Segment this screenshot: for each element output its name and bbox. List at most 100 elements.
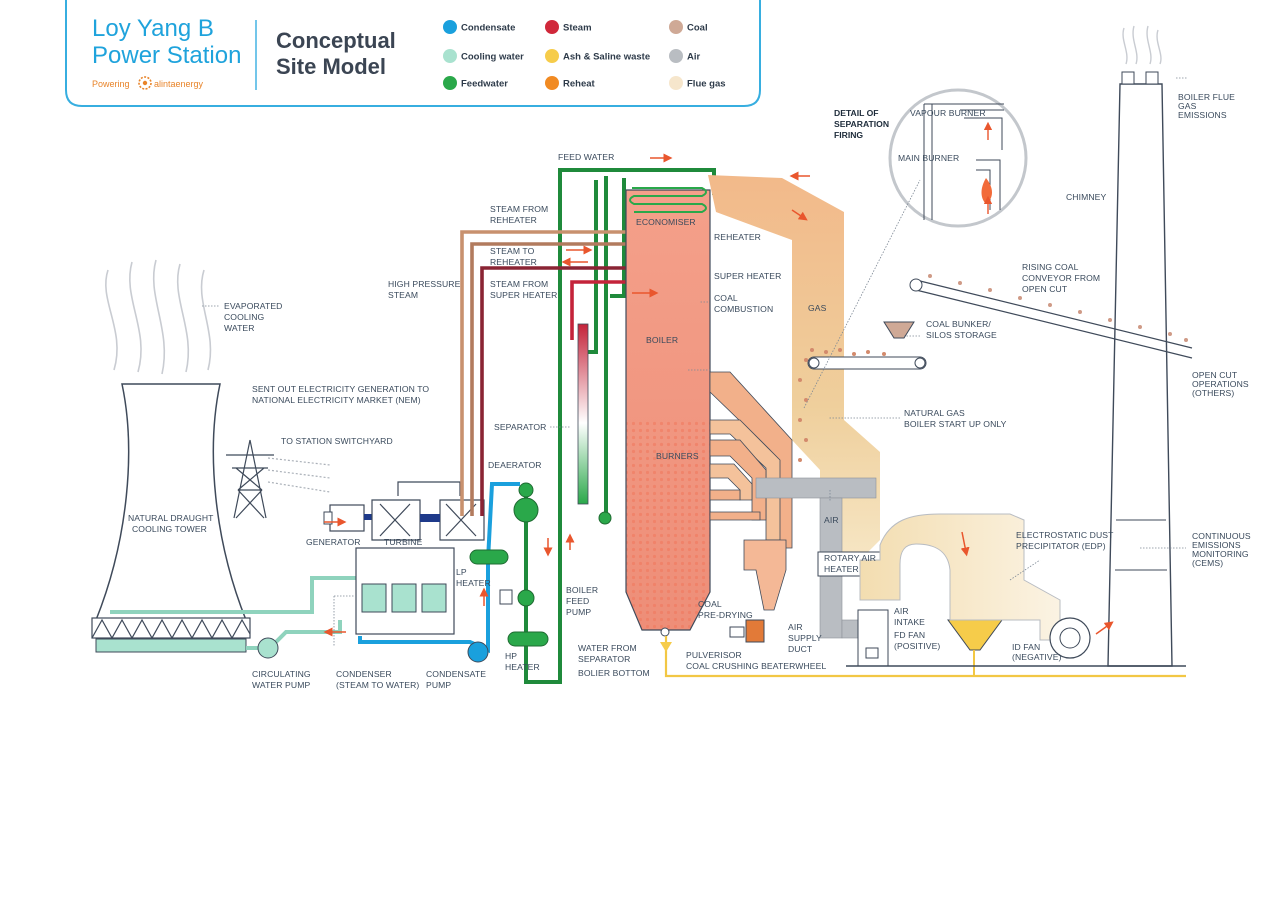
boiler-gas-duct (708, 175, 880, 560)
separator-label: SEPARATOR (494, 422, 546, 432)
cooling-tower (91, 259, 251, 653)
natural-gas-label: BOILER START UP ONLY (904, 419, 1007, 429)
legend-item: Coal (669, 20, 708, 34)
steam-from-reheater-label: REHEATER (490, 215, 537, 225)
legend-swatch (545, 49, 559, 63)
switchyard-label: TO STATION SWITCHYARD (281, 436, 393, 446)
pulveriser-label: COAL CRUSHING BEATERWHEEL (686, 661, 826, 671)
water-from-separator-label: WATER FROM (578, 643, 637, 653)
legend-swatch (443, 49, 457, 63)
station-title-line1: Loy Yang B (92, 15, 214, 42)
flue-emissions-label: BOILER FLUE (1178, 92, 1235, 102)
legend-item: Reheat (545, 76, 596, 90)
rising-coal-label: CONVEYOR FROM (1022, 273, 1100, 283)
fd-fan-motor (865, 647, 879, 659)
legend-label: Ash & Saline waste (563, 52, 650, 63)
transmission-tower-icon (226, 439, 331, 519)
rising-coal-label: OPEN CUT (1022, 284, 1068, 294)
alinta-logo-icon (138, 76, 152, 90)
separator-vessel (577, 323, 589, 505)
pulveriser-motor-icon (729, 626, 745, 638)
air-intake-label: AIR (894, 606, 909, 616)
separator-bottom (598, 511, 612, 525)
coal-combustion-label: COMBUSTION (714, 304, 773, 314)
high-pressure-label: HIGH PRESSURE (388, 279, 461, 289)
legend-swatch (669, 49, 683, 63)
legend-label: Air (687, 52, 701, 63)
coal-predrying-label: PRE-DRYING (698, 610, 753, 620)
cems-label: EMISSIONS (1192, 540, 1241, 550)
flue-emissions-label: GAS (1178, 101, 1197, 111)
steam-to-reheater-label: STEAM TO (490, 246, 535, 256)
flue-emissions-label: EMISSIONS (1178, 110, 1227, 120)
station-title-line2: Power Station (92, 42, 241, 69)
rotary-air-heater-label: ROTARY AIR (824, 553, 876, 563)
pulveriser-label: PULVERISOR (686, 650, 742, 660)
burner-ducts (709, 371, 793, 549)
economiser-label: ECONOMISER (636, 217, 696, 227)
hp-heater-label: HP (505, 651, 517, 661)
boiler-bottom-label: BOLIER BOTTOM (578, 668, 650, 678)
detail-title: FIRING (834, 130, 863, 140)
legend-label: Cooling water (461, 52, 524, 63)
header-frame (65, 0, 761, 107)
boiler-label: BOILER (646, 335, 678, 345)
header-panel: Loy Yang B Power Station Powering alinta… (65, 0, 761, 107)
legend-label: Reheat (563, 79, 596, 90)
natural-gas-label: NATURAL GAS (904, 408, 965, 418)
model-title-line1: Conceptual (276, 28, 396, 53)
vapour-plumes (105, 259, 212, 375)
legend-item: Ash & Saline waste (545, 49, 650, 63)
condenser (355, 547, 455, 635)
flow-arrows (323, 153, 1114, 637)
open-cut-label: OPEN CUT (1192, 370, 1238, 380)
steam-from-sh-label: SUPER HEATER (490, 290, 557, 300)
edp-label: PRECIPITATOR (EDP) (1016, 541, 1106, 551)
water-from-separator-label: SEPARATOR (578, 654, 630, 664)
legend-label: Coal (687, 23, 708, 34)
deaerator (513, 482, 539, 523)
open-cut-label: OPERATIONS (1192, 379, 1249, 389)
chimney-label: CHIMNEY (1066, 192, 1106, 202)
legend-swatch (443, 20, 457, 34)
detail-title: DETAIL OF (834, 108, 879, 118)
pulveriser (745, 619, 765, 643)
turbine (371, 481, 485, 541)
legend-label: Feedwater (461, 79, 508, 90)
boiler-bottom-hopper (660, 642, 672, 652)
bfp-motor (499, 589, 513, 605)
air-supply-label: AIR (788, 622, 803, 632)
separation-firing-detail (888, 88, 1028, 228)
ash-hopper (947, 619, 1003, 651)
rotary-air-heater-label: HEATER (824, 564, 859, 574)
condensate-pump (467, 641, 489, 663)
model-title-line2: Site Model (276, 54, 386, 79)
boiler-bottom-valve-icon (660, 627, 670, 637)
economiser-coil (629, 187, 707, 213)
condenser-label: (STEAM TO WATER) (336, 680, 419, 690)
fd-fan-label: (POSITIVE) (894, 641, 940, 651)
bfp-label: FEED (566, 596, 589, 606)
cems-label: MONITORING (1192, 549, 1249, 559)
steam-from-reheater-label: STEAM FROM (490, 204, 548, 214)
evaporated-label: WATER (224, 323, 255, 333)
condensate-pump-label: PUMP (426, 680, 451, 690)
gas-label: GAS (808, 303, 827, 313)
legend-swatch (669, 76, 683, 90)
feed-water-label: FEED WATER (558, 152, 614, 162)
cems-label: CONTINUOUS (1192, 531, 1251, 541)
deaerator-label: DEAERATOR (488, 460, 542, 470)
air-supply-label: DUCT (788, 644, 813, 654)
legend-label: Condensate (461, 23, 515, 34)
coal-bunker-label: SILOS STORAGE (926, 330, 997, 340)
reheater-label: REHEATER (714, 232, 761, 242)
evaporated-label: COOLING (224, 312, 265, 322)
circ-pump-label: CIRCULATING (252, 669, 311, 679)
diagram-labels: DETAIL OF SEPARATION FIRING VAPOUR BURNE… (128, 92, 1251, 690)
cooling-tower-shell (94, 383, 248, 621)
air-supply-label: SUPPLY (788, 633, 822, 643)
leader-lines (202, 77, 1188, 646)
boiler (625, 175, 886, 643)
legend-item: Flue gas (669, 76, 726, 90)
